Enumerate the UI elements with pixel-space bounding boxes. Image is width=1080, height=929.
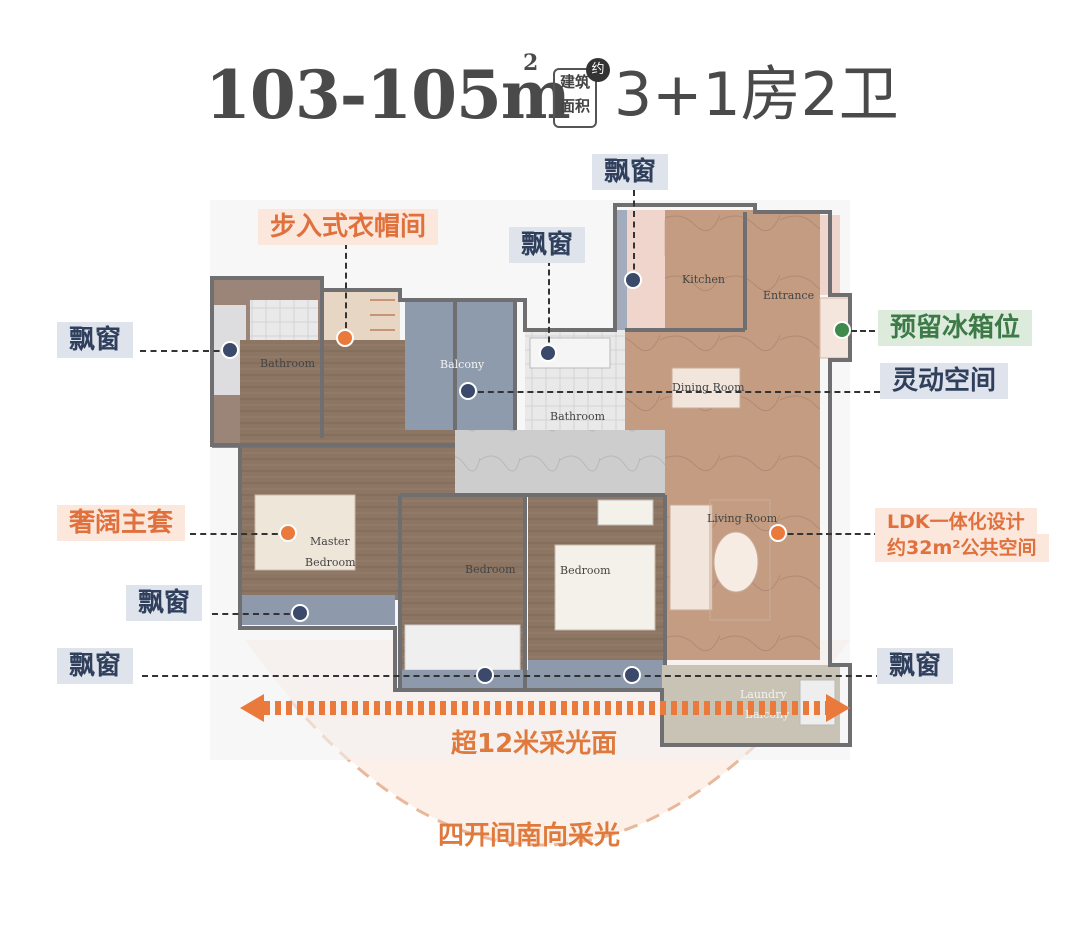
marker-flex-space [459,382,477,400]
label-ldk-line1: LDK一体化设计 [875,508,1037,536]
label-bay-window-left-bottom: 飘窗 [57,648,134,684]
room-label-entrance: Entrance [763,289,815,302]
balcony [405,300,515,430]
room-label-laundry: Laundry [740,688,787,701]
room-label-dining: Dining Room [672,381,745,394]
marker-master-suite [279,524,297,542]
room-label-living: Living Room [707,512,778,525]
marker-bay-window-left [221,341,239,359]
label-bay-window-right-bottom: 飘窗 [877,648,954,684]
room-label-master-1: Master [310,535,350,548]
marker-fridge [833,321,851,339]
room-label-master-2: Bedroom [305,556,356,569]
label-south-light: 四开间南向采光 [438,821,621,851]
bedroom-2-bay-window [528,660,663,688]
approx-badge: 约 [586,58,610,82]
bedroom-1-bay-window [398,670,528,690]
label-ldk-line2: 约32m²公共空间 [875,534,1049,562]
area-type-badge: 建筑 面积 [553,68,597,128]
label-bay-window-top-right: 飘窗 [592,154,669,190]
room-label-kitchen: Kitchen [682,273,725,286]
marker-walk-in-closet [336,329,354,347]
room-label-bathroom-mid: Bathroom [550,410,606,423]
title-area: 103-105m [205,56,571,134]
corridor [455,430,665,495]
light-face-arrow [240,694,850,722]
marker-bay-window-kitchen [624,271,642,289]
light-arc-dashes [288,698,802,847]
label-master-suite: 奢阔主套 [57,505,186,541]
room-label-balcony: Balcony [440,358,485,371]
room-label-bathroom-left: Bathroom [260,357,316,370]
title-bar: 103-105m 2 建筑 面积 约 3+1房2卫 [0,40,1080,150]
title-area-superscript: 2 [523,50,539,76]
label-walk-in-closet: 步入式衣帽间 [258,209,439,245]
room-label-bedroom-2: Bedroom [560,564,611,577]
room-label-balcony-bottom: Balcony [745,708,790,721]
label-bay-window-top-mid: 飘窗 [509,227,586,263]
master-bay-window [240,595,395,625]
marker-bay-window-bathroom [539,344,557,362]
label-flex-space: 灵动空间 [880,363,1009,399]
badge-line-1: 建筑 [559,73,590,91]
label-bay-window-left-mid: 飘窗 [126,585,203,621]
marker-bay-window-bedroom1 [476,666,494,684]
badge-line-2: 面积 [559,97,590,115]
label-bay-window-left-top: 飘窗 [57,322,134,358]
room-label-bedroom-1: Bedroom [465,563,516,576]
marker-ldk [769,524,787,542]
title-rooms: 3+1房2卫 [614,60,899,130]
label-fridge-reserved: 预留冰箱位 [878,310,1033,346]
label-light-face: 超12米采光面 [451,729,618,759]
marker-bay-window-bedroom2 [623,666,641,684]
marker-bay-window-master [291,604,309,622]
